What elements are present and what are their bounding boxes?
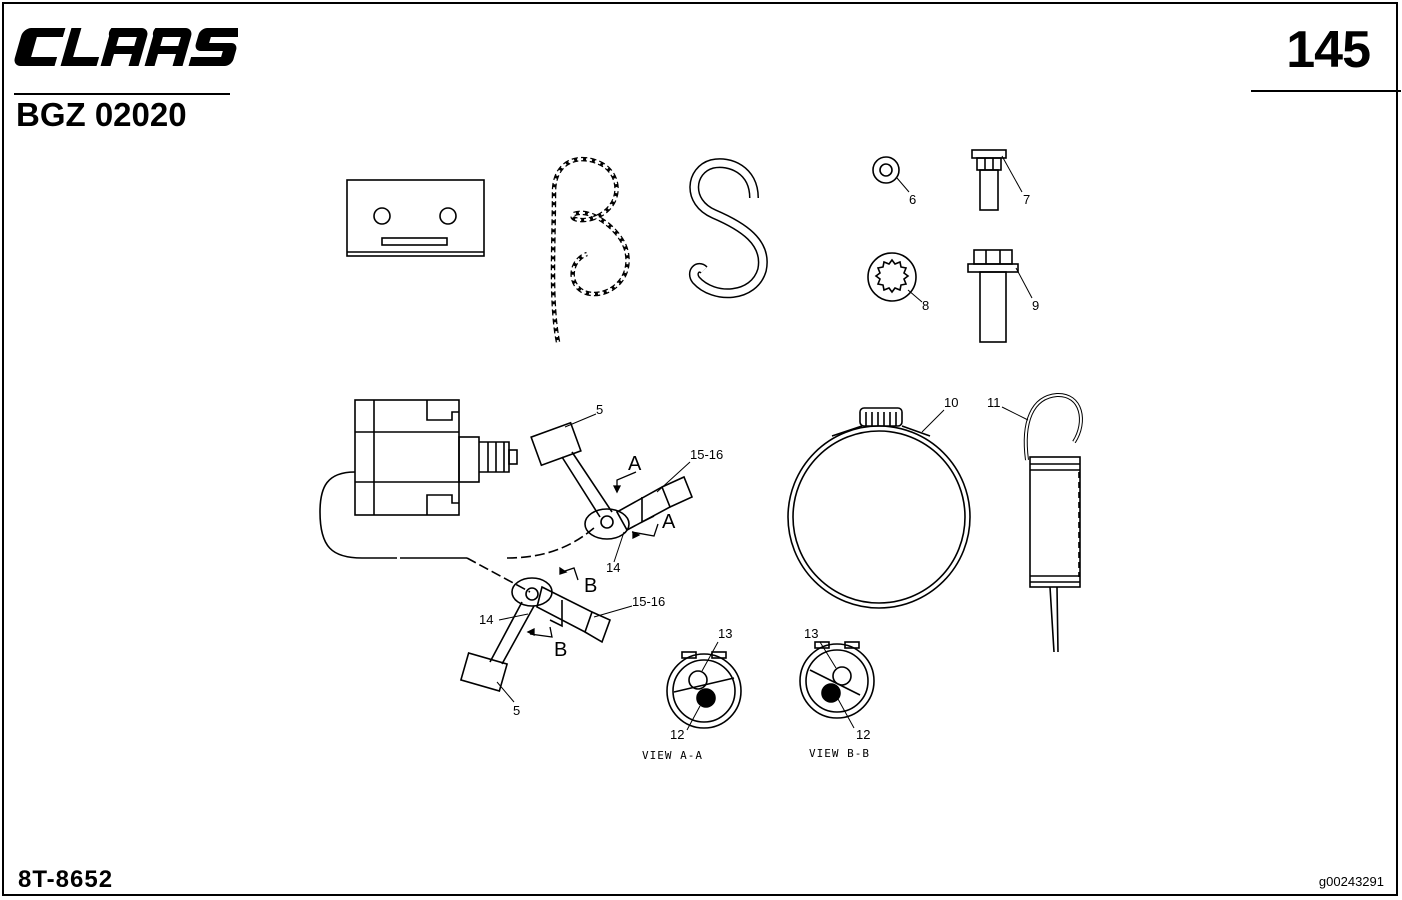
callout-14-upper: 14 xyxy=(606,560,620,575)
callout-10: 10 xyxy=(944,395,958,410)
parts-diagram: 6 7 8 9 5 15-16 14 15-16 14 5 10 11 13 1… xyxy=(319,149,1083,762)
callout-15-16-lower: 15-16 xyxy=(632,594,665,609)
plate-part xyxy=(346,179,485,257)
section-marker-a-upper: A xyxy=(628,453,642,475)
callout-9: 9 xyxy=(1032,298,1039,313)
callout-6: 6 xyxy=(909,192,916,207)
lock-washer-part-8 xyxy=(867,252,923,303)
callout-12-view-b: 12 xyxy=(856,727,870,742)
callout-14-lower: 14 xyxy=(479,612,493,627)
view-a-a-detail xyxy=(666,641,742,731)
section-marker-a-lower: A xyxy=(662,511,676,533)
view-a-a-label: VIEW A-A xyxy=(642,749,703,762)
callout-8: 8 xyxy=(922,298,929,313)
callout-13-view-b: 13 xyxy=(804,626,818,641)
view-b-b-detail xyxy=(799,641,875,729)
header-rule-left xyxy=(14,93,230,95)
linkage-assembly xyxy=(319,399,694,692)
bolt-part-7 xyxy=(971,149,1023,211)
section-marker-b-lower: B xyxy=(554,639,567,661)
page-number: 145 xyxy=(1286,21,1371,79)
hose-clamp-part-10 xyxy=(787,407,971,609)
view-b-b-label: VIEW B-B xyxy=(809,747,870,760)
rod-part-11 xyxy=(1001,392,1083,653)
image-reference: g00243291 xyxy=(1318,874,1384,889)
washer-part-6 xyxy=(872,156,910,193)
section-arrows xyxy=(526,471,659,638)
s-hook-part xyxy=(688,158,768,299)
chain-part xyxy=(550,156,630,343)
part-number: 8T-8652 xyxy=(18,866,114,893)
document-code: BGZ 02020 xyxy=(16,96,187,133)
callout-11: 11 xyxy=(987,395,1001,410)
callout-12-view-a: 12 xyxy=(670,727,684,742)
bolt-part-9 xyxy=(967,249,1033,343)
header-rule-right xyxy=(1251,90,1401,92)
callout-15-16-upper: 15-16 xyxy=(690,447,723,462)
callout-7: 7 xyxy=(1023,192,1030,207)
callout-5-upper: 5 xyxy=(596,402,603,417)
section-marker-b-upper: B xyxy=(584,575,597,597)
claas-logo xyxy=(14,26,242,73)
callout-13-view-a: 13 xyxy=(718,626,732,641)
callout-5-lower: 5 xyxy=(513,703,520,718)
